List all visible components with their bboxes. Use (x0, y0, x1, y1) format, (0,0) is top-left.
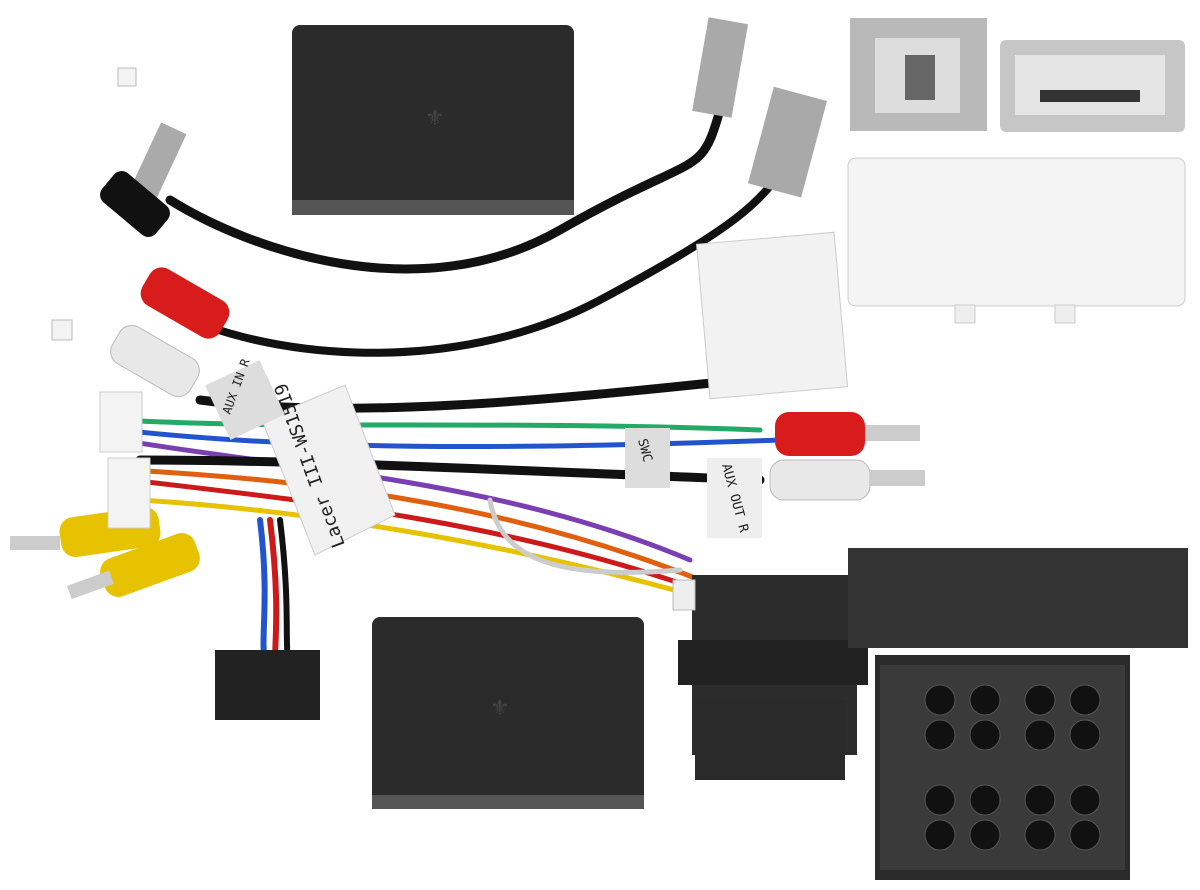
iso-pin-hole (1024, 819, 1056, 851)
iso-pin-hole (1069, 784, 1101, 816)
white-connector-b (107, 457, 151, 529)
white-vehicle-connector (696, 231, 849, 400)
tag-swc (625, 428, 670, 488)
tag-aux-out (707, 458, 762, 538)
iso-pin-hole (1024, 684, 1056, 716)
iso-pin-hole (1024, 784, 1056, 816)
small-plug-top (117, 67, 137, 87)
grey-plug-2 (747, 86, 827, 198)
tag-aux-in (205, 360, 285, 440)
control-box-bottom: ⚜ (372, 617, 644, 809)
antenna-adapter (100, 122, 187, 237)
rca-red-right (775, 412, 920, 456)
white-large-connector (847, 157, 1186, 324)
iso-pin-hole (969, 719, 1001, 751)
iso-pin-hole (924, 719, 956, 751)
iso-connector-plug (678, 575, 868, 780)
rca-white-right (769, 459, 925, 501)
iso-pin-hole (1069, 684, 1101, 716)
iso-pin-hole (924, 684, 956, 716)
iso-pin-hole (924, 819, 956, 851)
control-box-top: ⚜ (292, 25, 574, 215)
grey-plug-1 (692, 17, 749, 118)
iso-pin-hole (1069, 719, 1101, 751)
rca-white-left (110, 324, 200, 398)
iso-pin-hole (924, 784, 956, 816)
black-small-connector (215, 650, 320, 720)
iso-pin-hole (1069, 819, 1101, 851)
grey-connector-4pin (1000, 40, 1185, 132)
iso-connector-socket (848, 548, 1188, 880)
svg-text:⚜: ⚜ (425, 105, 445, 130)
tag-swc-text: SWC (634, 437, 655, 464)
iso-pin-hole (969, 684, 1001, 716)
rca-yellow-2 (66, 533, 200, 600)
white-mini-plug (672, 579, 696, 611)
tag-main (261, 384, 396, 556)
iso-pin-holes (924, 684, 1101, 851)
iso-pin-hole (969, 819, 1001, 851)
iso-pin-hole (969, 784, 1001, 816)
iso-pin-hole (1024, 719, 1056, 751)
white-connector-a (99, 391, 143, 453)
rca-red-left (140, 267, 230, 339)
grey-connector-3pin (850, 18, 987, 131)
small-plug-left (51, 319, 73, 341)
svg-text:⚜: ⚜ (490, 695, 510, 720)
